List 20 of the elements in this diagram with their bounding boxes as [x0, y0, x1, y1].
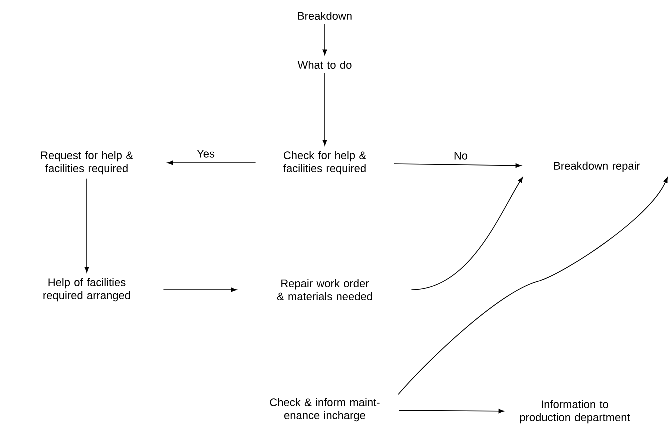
flow-step-text: Request for help & facilities required — [41, 151, 134, 175]
flow-step-text: Check for help & facilities required — [284, 151, 366, 175]
arrow — [398, 409, 504, 414]
flow-step-text: Check & inform maint- enance incharge — [270, 398, 380, 422]
flow-step-text: Information to production department — [520, 400, 630, 424]
arrow — [84, 178, 90, 273]
flow-step-text: Repair work order & materials needed — [277, 279, 372, 301]
arrow — [411, 177, 524, 290]
arrow — [398, 177, 668, 396]
arrow — [168, 160, 256, 166]
arrow — [322, 72, 328, 146]
arrow — [394, 164, 522, 168]
edge-label: No — [454, 152, 468, 160]
flow-step-text: Breakdown repair — [554, 162, 640, 172]
flow-step-text: Breakdown — [298, 12, 352, 20]
flow-step-text: What to do — [298, 60, 352, 70]
arrow — [163, 288, 237, 292]
arrow — [322, 24, 328, 56]
flow-step-text: Help of facilities required arranged — [44, 278, 130, 302]
edge-label: Yes — [197, 150, 215, 158]
